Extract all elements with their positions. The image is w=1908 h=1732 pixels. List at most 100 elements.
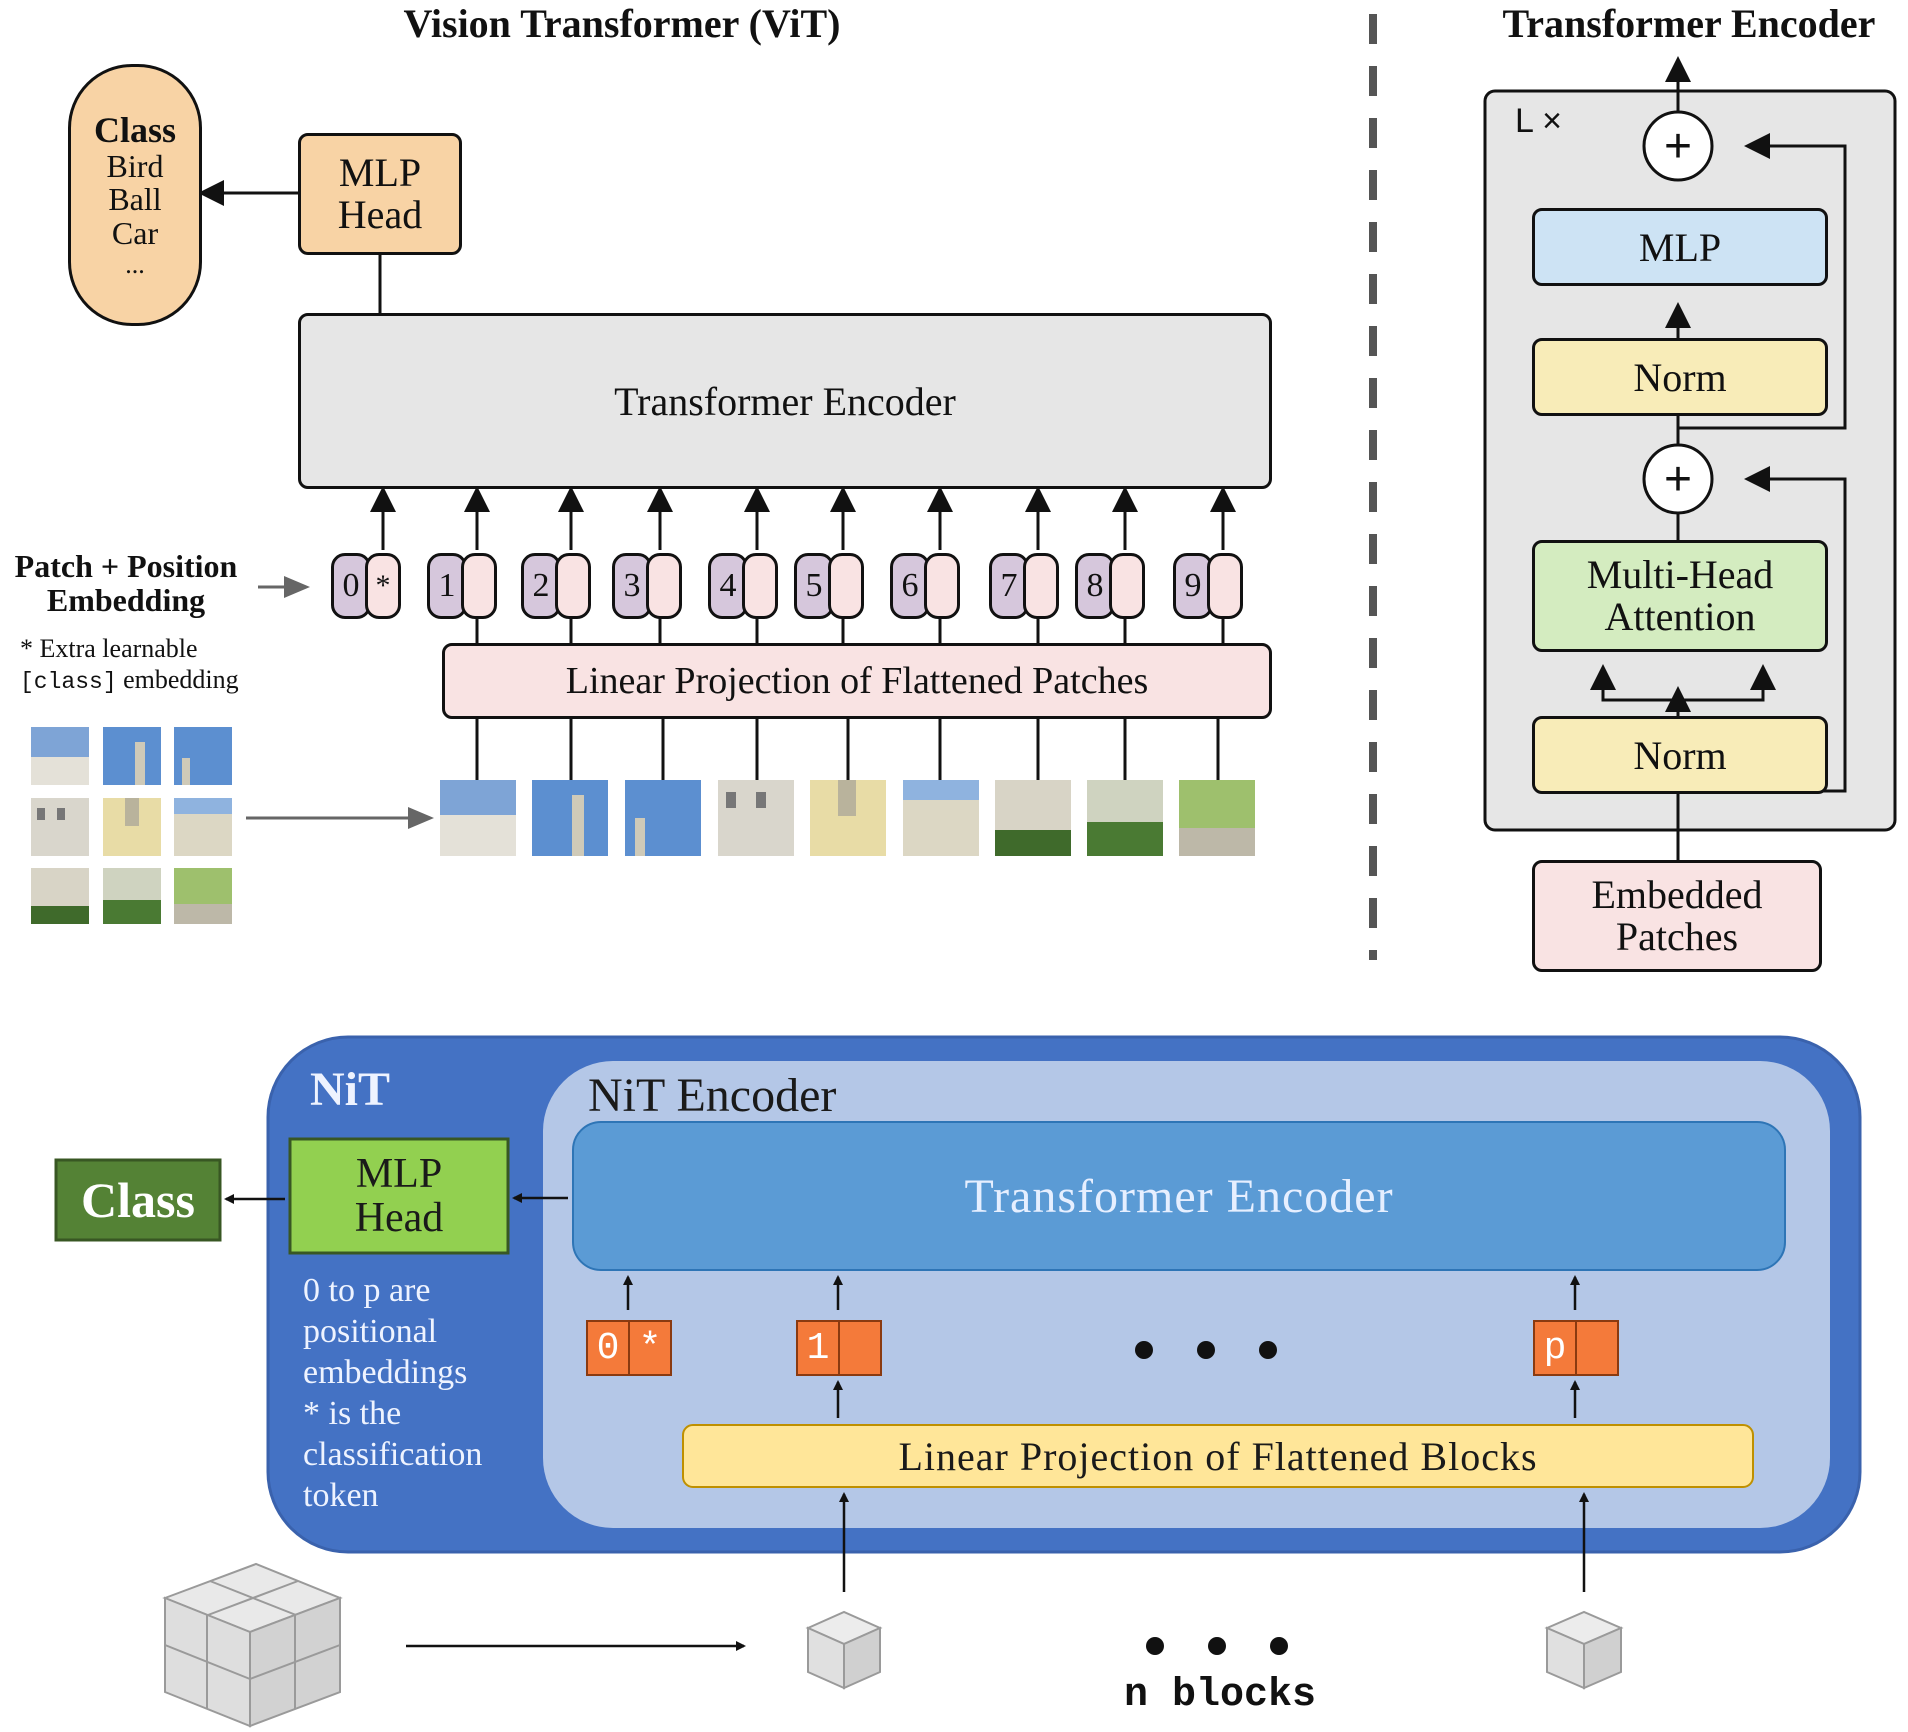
patch-position-line: Patch + Position [14, 548, 238, 585]
nit-ellipsis-dots [1135, 1341, 1288, 1655]
attention-line: Attention [1604, 594, 1756, 639]
nit-mlp-box [288, 1137, 510, 1255]
embedded-patches-line: Patches [1615, 914, 1739, 959]
token-embedding [742, 553, 778, 619]
nit-token: 1 [796, 1320, 882, 1376]
vit-token: 6 [890, 553, 960, 619]
token-position: 1 [427, 553, 467, 619]
encoder-norm-bottom-box: Norm [1532, 716, 1828, 794]
class-item: ... [125, 249, 145, 279]
nit-note-line: * is the [303, 1395, 402, 1432]
image-grid [31, 727, 232, 924]
token-embedding [646, 553, 682, 619]
token-position: 3 [612, 553, 652, 619]
vit-token: 0 * [331, 553, 401, 619]
nit-arrows [224, 1193, 1589, 1651]
class-item: Bird [106, 147, 164, 184]
vit-token-arrows [370, 486, 1236, 550]
plus-icon: + [1663, 119, 1693, 173]
residual-add-lower [1642, 443, 1714, 515]
extra-note-line: * Extra learnable [20, 634, 198, 663]
nit-token: p [1533, 1320, 1619, 1376]
nit-class-box [54, 1158, 222, 1242]
transformer-encoder-box: Transformer Encoder [298, 313, 1272, 489]
attention-line: Multi-Head [1586, 552, 1774, 597]
nit-title: NiT [310, 1063, 391, 1116]
token-embedding [1207, 553, 1243, 619]
nit-token-position: 0 [588, 1322, 628, 1374]
token-position: 2 [521, 553, 561, 619]
extra-note-suffix: embedding [116, 665, 239, 695]
nit-note-line: classification [303, 1436, 483, 1473]
token-embedding [555, 553, 591, 619]
embedded-patches-box: Embedded Patches [1532, 860, 1822, 972]
patch-position-label: Patch + Position Embedding [4, 548, 248, 620]
nit-class-label: Class [81, 1172, 195, 1228]
linear-projection-box: Linear Projection of Flattened Patches [442, 643, 1272, 719]
class-token-marker: * [365, 553, 401, 619]
mlp-head-box: MLP Head [298, 133, 462, 255]
token-position: 6 [890, 553, 930, 619]
encoder-detail-title: Transformer Encoder [1502, 0, 1876, 46]
vit-token: 7 [989, 553, 1059, 619]
attention-box: Multi-Head Attention [1532, 540, 1828, 652]
extra-note-line: [class] embedding [20, 664, 270, 697]
encoder-norm-top-box: Norm [1532, 338, 1828, 416]
nit-token: 0 * [586, 1320, 672, 1376]
vit-token: 4 [708, 553, 778, 619]
block-cube-icon-n [1544, 1610, 1624, 1690]
token-embedding [924, 553, 960, 619]
nit-note: 0 to p are positional embeddings * is th… [303, 1270, 533, 1516]
class-item: Car [111, 215, 159, 252]
volume-cube-icon [162, 1562, 343, 1728]
nit-note-line: 0 to p are [303, 1272, 431, 1309]
class-title: Class [93, 110, 177, 151]
n-blocks-label: n blocks [1123, 1672, 1317, 1718]
patch-position-line: Embedding [46, 582, 206, 618]
plus-icon: + [1663, 452, 1693, 506]
nit-mlp-head: MLP Head [290, 1139, 508, 1253]
block-cube-icon-1 [805, 1610, 883, 1690]
encoder-mlp-box: MLP [1532, 208, 1828, 286]
embedded-patches-line: Embedded [1591, 872, 1763, 917]
token-embedding [1109, 553, 1145, 619]
repeat-label: L × [1515, 102, 1562, 140]
nit-mlp-line: Head [354, 1195, 444, 1241]
extra-embedding-note: * Extra learnable [class] embedding [20, 633, 270, 697]
nit-token-embedding [838, 1322, 880, 1374]
vit-token: 8 [1075, 553, 1145, 619]
vit-patch-projection-lines [475, 718, 1220, 780]
nit-transformer-box [572, 1121, 1786, 1271]
vit-token: 9 [1173, 553, 1243, 619]
vit-token: 2 [521, 553, 591, 619]
nit-note-line: token [303, 1477, 379, 1514]
token-embedding [461, 553, 497, 619]
nit-token-position: 1 [798, 1322, 838, 1374]
class-output-box: Class Bird Ball Car ... [68, 64, 202, 326]
nit-projection-label: Linear Projection of Flattened Blocks [898, 1433, 1538, 1479]
mlp-head-line: MLP [338, 150, 422, 195]
nit-projection-box [682, 1424, 1754, 1488]
patch-sequence [440, 780, 1255, 856]
nit-token-embedding [1575, 1322, 1617, 1374]
nit-transformer-label: Transformer Encoder [964, 1169, 1394, 1223]
nit-mlp-line: MLP [355, 1150, 443, 1197]
token-position: 4 [708, 553, 748, 619]
nit-note-line: embeddings [303, 1354, 468, 1391]
vit-title: Vision Transformer (ViT) [403, 0, 841, 46]
nit-note-line: positional [303, 1313, 438, 1350]
class-code: [class] [20, 669, 117, 696]
class-item: Ball [108, 181, 162, 218]
token-embedding [1023, 553, 1059, 619]
vit-token: 5 [794, 553, 864, 619]
vit-token: 3 [612, 553, 682, 619]
nit-classification-marker: * [628, 1322, 670, 1374]
nit-encoder-title: NiT Encoder [588, 1069, 837, 1122]
residual-add-upper [1642, 110, 1714, 182]
token-embedding [828, 553, 864, 619]
nit-token-position: p [1535, 1322, 1575, 1374]
vit-token: 1 [427, 553, 497, 619]
token-position: 5 [794, 553, 834, 619]
mlp-head-line: Head [337, 192, 423, 237]
